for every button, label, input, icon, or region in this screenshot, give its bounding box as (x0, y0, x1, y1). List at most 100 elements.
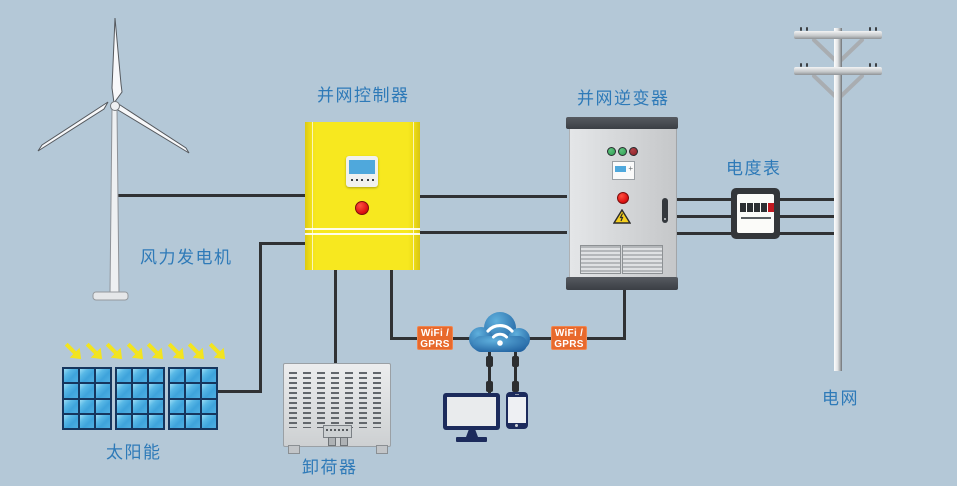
solar-panel (168, 367, 218, 430)
cable-to-monitor (488, 352, 491, 393)
insulator (806, 27, 808, 31)
solar-cell (133, 414, 147, 428)
solar-cell (186, 369, 200, 383)
cable-plug (512, 356, 519, 367)
insulator (806, 63, 808, 67)
vent-slots (303, 372, 311, 428)
insulator (875, 63, 877, 67)
vent-grille (622, 245, 663, 274)
solar-cell (96, 414, 110, 428)
meter-digit (761, 203, 767, 212)
solar-cell (170, 384, 184, 398)
solar-cell (133, 369, 147, 383)
solar-cell (80, 414, 94, 428)
monitor (443, 393, 500, 430)
solar-cell (117, 399, 131, 413)
solar-panel (115, 367, 165, 430)
cable-plug (486, 381, 493, 392)
solar-cell (64, 384, 78, 398)
solar-cell (117, 369, 131, 383)
solar-cell (133, 399, 147, 413)
wifi-gprs-text: WiFi / (554, 328, 584, 339)
solar-cell (117, 414, 131, 428)
solar-cell (80, 369, 94, 383)
controller-panel-seam (305, 233, 420, 235)
solar-cell (149, 414, 163, 428)
meter-line (741, 217, 771, 219)
solar-panel (62, 367, 112, 430)
cloud-icon (466, 309, 534, 359)
solar-cell (202, 399, 216, 413)
wind-turbine (15, 8, 215, 308)
inverter-red-button (617, 192, 629, 204)
wifi-icon (486, 324, 514, 346)
controller-panel-seam (413, 122, 414, 270)
vent-slots (345, 372, 353, 428)
monitor-base (456, 437, 487, 442)
meter-label: 电度表 (726, 159, 782, 178)
warning-icon (612, 208, 632, 229)
solar-cell (149, 399, 163, 413)
door-handle (662, 198, 668, 223)
phone-camera (515, 394, 519, 395)
insulator (869, 63, 871, 67)
insulator (875, 27, 877, 31)
insulator (800, 27, 802, 31)
inverter-top-cap (566, 117, 678, 129)
controller-buttons (351, 179, 353, 181)
controller-label: 并网控制器 (317, 86, 410, 105)
vent-slots (331, 372, 339, 428)
wifi-gprs-text: WiFi / (420, 328, 450, 339)
solar-cell (186, 384, 200, 398)
sun-ray-icon (204, 339, 231, 366)
status-led-red (629, 147, 638, 156)
solar-cell (64, 369, 78, 383)
cable-to-phone (514, 352, 517, 392)
inverter-cabinet (569, 129, 677, 277)
solar-cell (64, 414, 78, 428)
cable-plug (486, 356, 493, 367)
inverter-display (612, 161, 635, 180)
wifi-gprs-badge-right: WiFi / GPRS (551, 326, 587, 350)
monitor-stand (466, 430, 478, 437)
vent-slots (317, 372, 325, 428)
solar-cell (186, 399, 200, 413)
meter-digit (740, 203, 746, 212)
wire-controller-to-wifi-vertical (390, 269, 393, 340)
wind-turbine-label: 风力发电机 (140, 248, 233, 267)
solar-cell (96, 399, 110, 413)
solar-cell (202, 414, 216, 428)
unloader-label: 卸荷器 (302, 458, 358, 477)
solar-cell (186, 414, 200, 428)
unloader-box (283, 363, 391, 454)
crossarm-top (794, 31, 882, 39)
wifi-gprs-text: GPRS (420, 339, 450, 350)
controller-lcd-screen (349, 160, 375, 174)
solar-cell (170, 414, 184, 428)
grid-label: 电网 (822, 389, 859, 408)
wire-wind-to-controller (114, 194, 306, 197)
cabinet-foot (288, 445, 300, 454)
wifi-gprs-text: GPRS (554, 339, 584, 350)
insulator (869, 27, 871, 31)
solar-cell (80, 384, 94, 398)
wire-solar-horizontal (217, 390, 262, 393)
wire-controller-to-wifi-horizontal (390, 337, 418, 340)
meter-box (731, 188, 780, 239)
smartphone (506, 392, 528, 429)
controller-red-button (355, 201, 369, 215)
meter-digit (754, 203, 760, 212)
wifi-gprs-badge-left: WiFi / GPRS (417, 326, 453, 350)
controller-panel-seam (305, 228, 420, 230)
solar-cell (96, 384, 110, 398)
wire-controller-to-unloader (334, 269, 337, 364)
solar-cell (170, 369, 184, 383)
wire-inverter-to-wifi-horizontal (586, 337, 626, 340)
cabinet-foot (376, 445, 388, 454)
meter-face (737, 194, 774, 233)
meter-digit (747, 203, 753, 212)
utility-pole (834, 28, 842, 371)
solar-cell (202, 369, 216, 383)
vent-slots (359, 372, 367, 428)
